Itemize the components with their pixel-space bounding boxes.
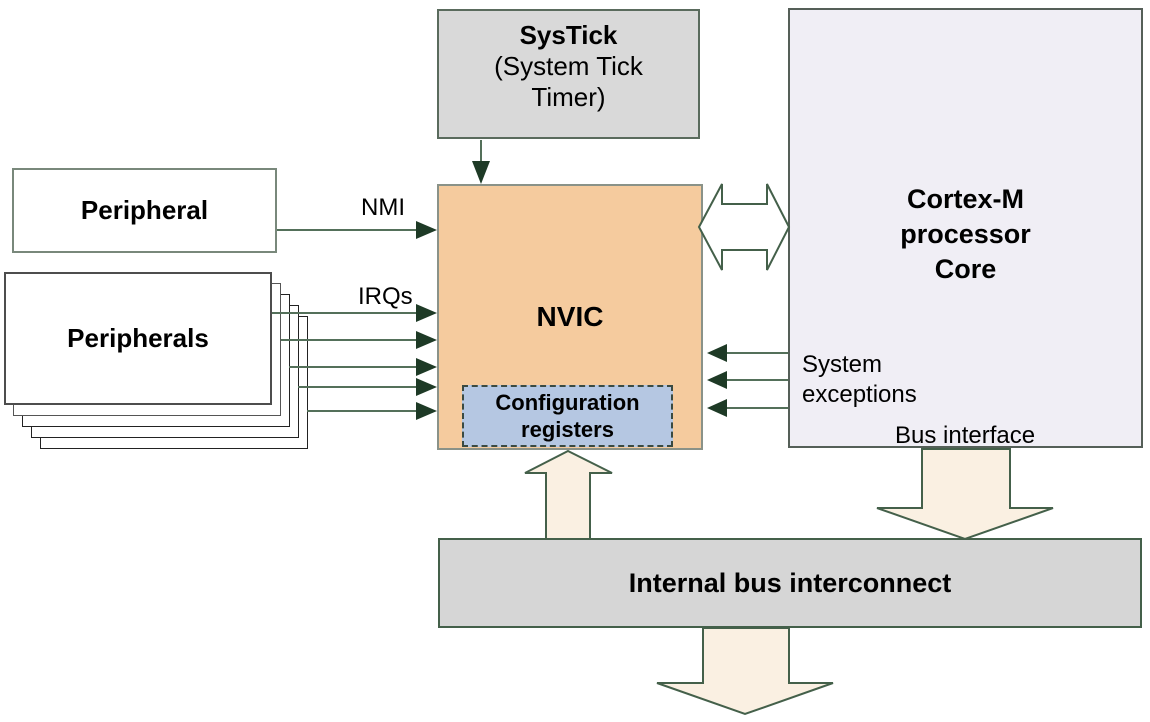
systick-title: SysTick xyxy=(519,20,618,50)
irq-arrow-4 xyxy=(298,378,437,396)
irqs-label: IRQs xyxy=(358,283,413,310)
cortex-m-core-label: Cortex-M processor Core xyxy=(900,184,1031,284)
system-exception-arrow-3 xyxy=(707,399,788,417)
nmi-label: NMI xyxy=(361,194,405,221)
internal-bus-interconnect-bar: Internal bus interconnect xyxy=(438,538,1142,628)
bus-interface-label: Bus interface xyxy=(895,422,1036,449)
systick-box: SysTick (System Tick Timer) xyxy=(437,9,700,139)
system-exceptions-label: System exceptions xyxy=(802,351,917,408)
peripherals-box: Peripherals xyxy=(4,272,272,405)
cortex-to-bus-block-arrow xyxy=(876,448,1054,541)
peripheral-box: Peripheral xyxy=(12,168,277,253)
systick-subtitle: (System Tick Timer) xyxy=(494,51,643,112)
irq-arrow-3 xyxy=(289,358,437,376)
peripheral-label: Peripheral xyxy=(80,195,209,225)
bus-to-nvic-block-arrow xyxy=(524,449,613,540)
system-exception-arrow-2 xyxy=(707,371,788,389)
configuration-registers-label: Configuration registers xyxy=(495,390,640,442)
nvic-label: NVIC xyxy=(536,301,604,332)
configuration-registers-box: Configuration registers xyxy=(462,385,673,447)
peripherals-label: Peripherals xyxy=(67,323,209,353)
irq-arrow-5 xyxy=(307,402,437,420)
cortex-m-core-box: Cortex-M processor Core System exception… xyxy=(788,8,1143,449)
nvic-cortex-double-arrow xyxy=(697,183,791,271)
internal-bus-interconnect-label: Internal bus interconnect xyxy=(628,567,952,598)
systick-to-nvic-arrow xyxy=(472,140,490,184)
system-exception-arrow-1 xyxy=(707,344,788,362)
bus-out-block-arrow xyxy=(656,627,834,716)
nmi-arrow xyxy=(277,221,437,239)
